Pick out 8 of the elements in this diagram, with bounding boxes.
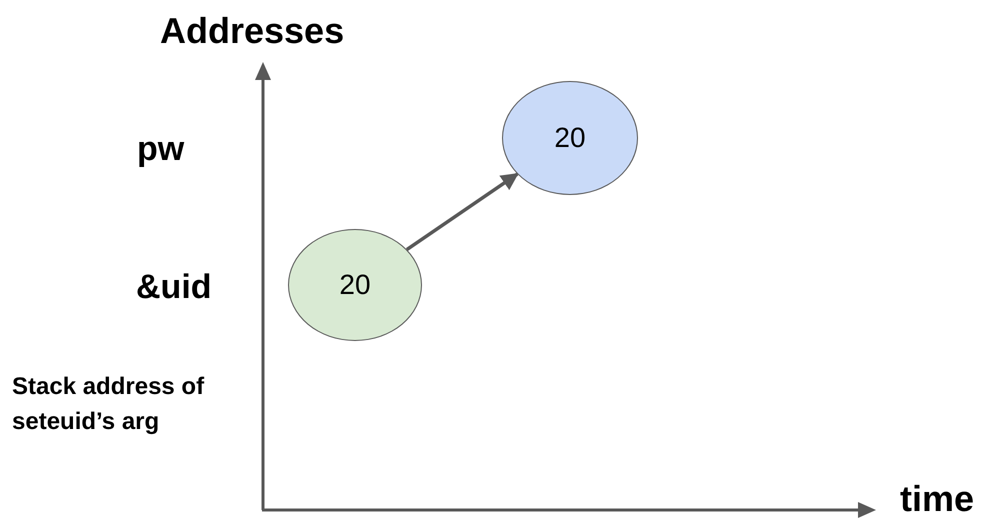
node-value: 20 — [339, 269, 371, 301]
axis-tick-label: pw — [137, 130, 186, 170]
axis-tick-label: &uid — [136, 268, 213, 308]
axis-tick-label: Stack address of seteuid’s arg — [12, 372, 206, 437]
axis-title: Addresses — [160, 10, 346, 52]
arrow — [406, 172, 519, 251]
node-value: 20 — [554, 122, 586, 154]
axis-title: time — [900, 478, 976, 519]
